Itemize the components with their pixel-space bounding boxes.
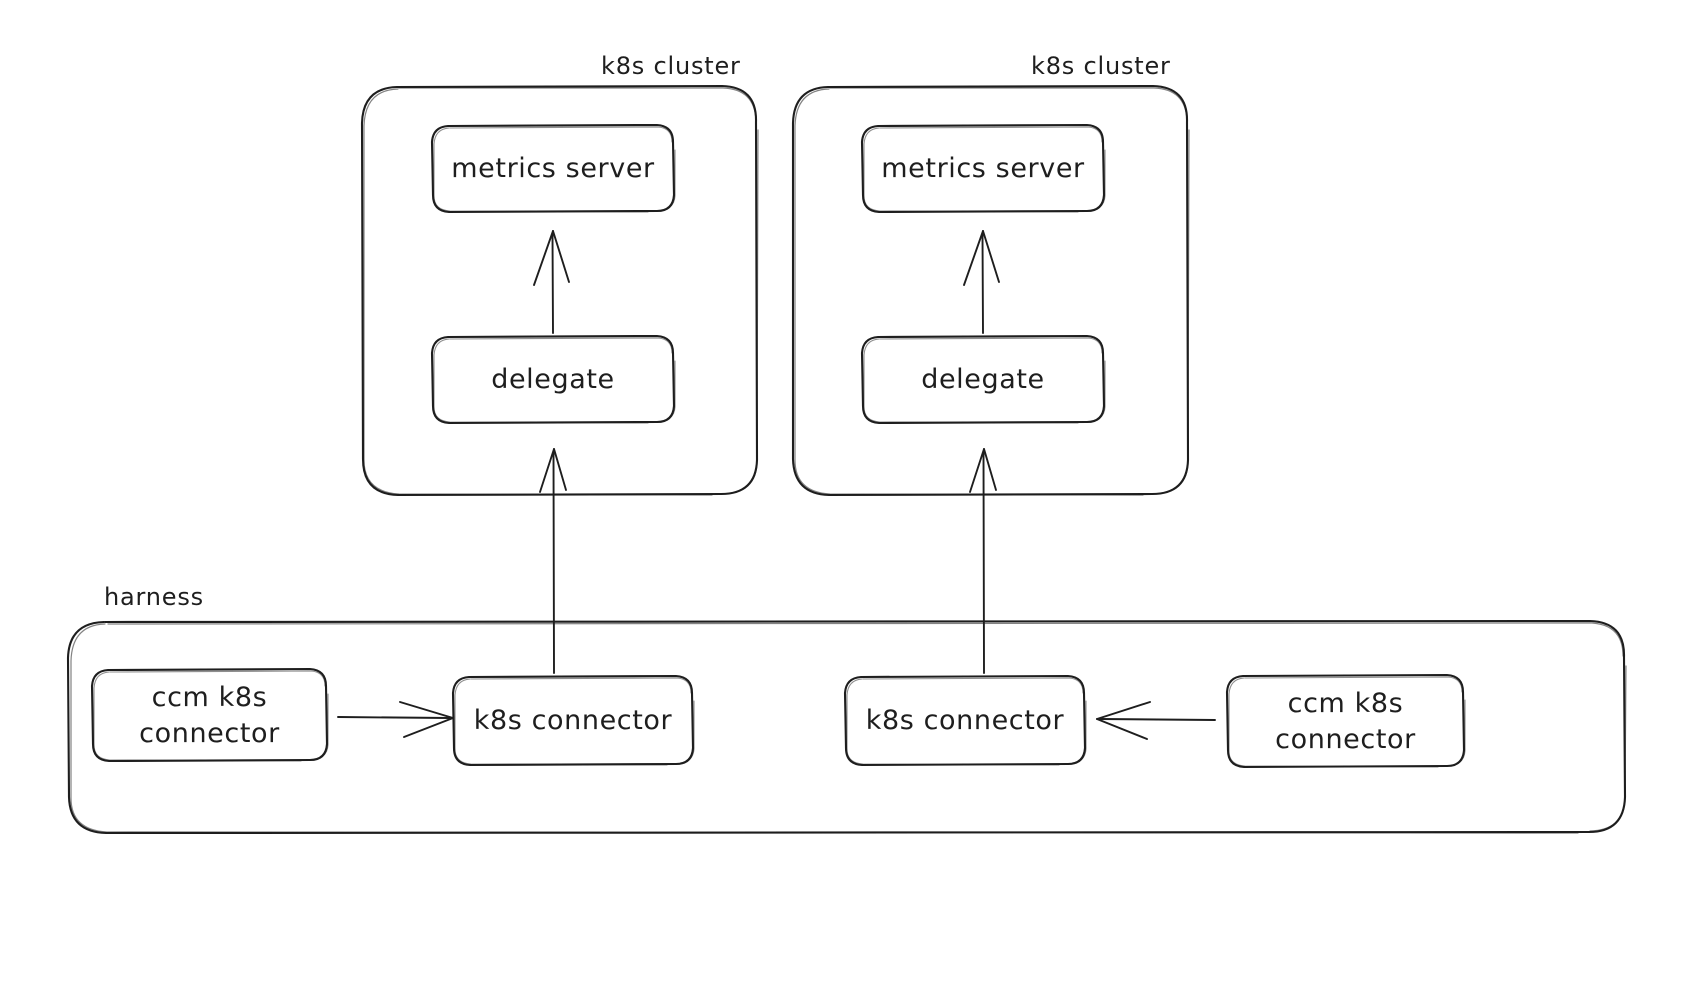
group-k8s-cluster-right[interactable] <box>791 84 1190 497</box>
group-label-k8s-cluster-left: k8s cluster <box>601 52 741 80</box>
node-ccm-k8s-connector-left[interactable] <box>90 667 329 763</box>
node-delegate-right[interactable] <box>860 334 1106 425</box>
node-delegate-left[interactable] <box>430 334 676 425</box>
node-k8s-connector-right[interactable] <box>843 674 1087 767</box>
node-metrics-server-left[interactable] <box>430 123 676 214</box>
node-metrics-server-right[interactable] <box>860 123 1106 214</box>
group-harness[interactable] <box>66 619 1627 835</box>
edge-delegate-to-metrics-left[interactable] <box>533 230 570 334</box>
node-k8s-connector-left[interactable] <box>451 674 695 767</box>
group-label-harness: harness <box>104 583 204 611</box>
edge-connector-to-delegate-left[interactable] <box>539 448 567 674</box>
edge-ccm-to-connector-right[interactable] <box>1096 701 1216 740</box>
node-ccm-k8s-connector-right[interactable] <box>1225 673 1466 769</box>
edge-connector-to-delegate-right[interactable] <box>969 448 997 674</box>
edge-ccm-to-connector-left[interactable] <box>337 701 454 738</box>
edge-delegate-to-metrics-right[interactable] <box>963 230 1000 334</box>
group-k8s-cluster-left[interactable] <box>360 84 759 497</box>
group-label-k8s-cluster-right: k8s cluster <box>1031 52 1171 80</box>
